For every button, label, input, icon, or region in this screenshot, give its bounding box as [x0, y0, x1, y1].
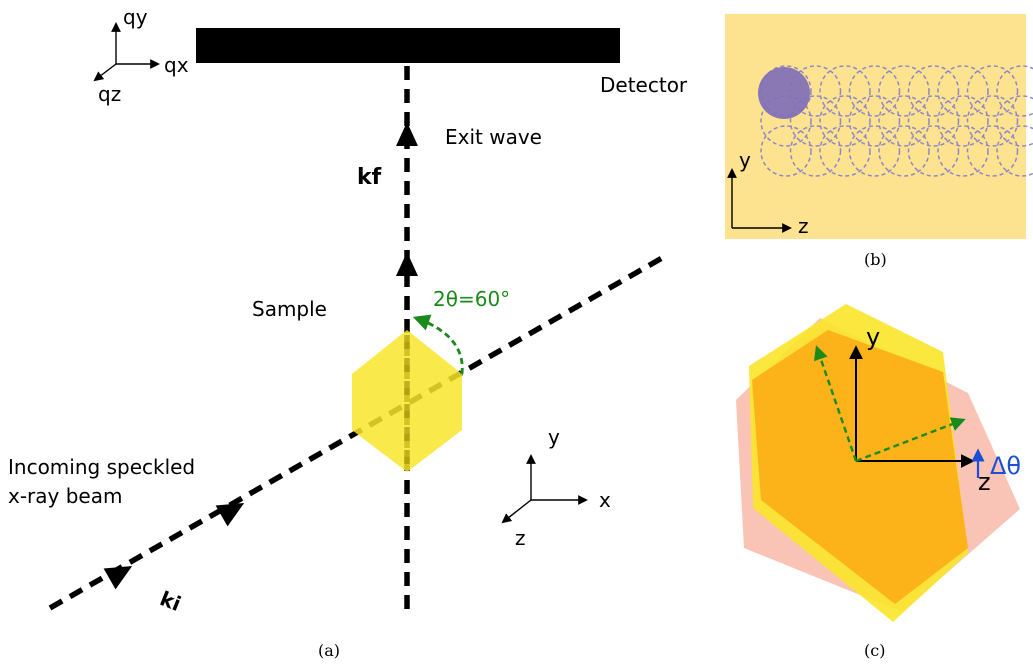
- scan-position-circle: [760, 125, 812, 177]
- caption-b: (b): [864, 250, 887, 269]
- overlap-region: [752, 330, 968, 604]
- scan-position-circle: [996, 125, 1033, 177]
- detector-label: Detector: [600, 73, 688, 97]
- probe-circle: [758, 67, 810, 119]
- scan-position-circle: [996, 95, 1033, 147]
- scan-position-circle: [789, 95, 842, 147]
- crystal-y-label: y: [866, 323, 880, 351]
- lab-axes: [501, 454, 588, 524]
- scan-position-circle: [878, 95, 930, 147]
- scan-position-circle: [907, 125, 960, 177]
- scan-position-circle: [907, 65, 960, 117]
- scan-position-circle: [907, 95, 960, 147]
- z-axis: [501, 499, 532, 524]
- scan-position-circle: [819, 95, 871, 147]
- qx-label: qx: [164, 53, 189, 77]
- qy-label: qy: [123, 5, 148, 29]
- scan-position-circle: [966, 95, 1019, 147]
- exit-beam-arrowhead-lower: [396, 252, 418, 276]
- panel-a: qy qx qz Detector Exit wave kf Sample 2θ…: [8, 5, 688, 660]
- exit-beam-arrowhead-upper: [396, 122, 418, 146]
- scan-position-circle: [819, 125, 871, 177]
- sample-hexagon: [352, 330, 462, 472]
- qz-axis: [93, 63, 117, 82]
- scan-position-circle: [789, 125, 842, 177]
- x-label: x: [599, 488, 611, 512]
- scan-position-circle: [760, 95, 812, 147]
- sample-label: Sample: [252, 297, 327, 321]
- detector-bar: [196, 28, 620, 63]
- kf-label: kf: [357, 165, 382, 190]
- scan-position-circle: [848, 95, 901, 147]
- scan-position-circle: [966, 65, 1019, 117]
- rotation-label: Δθ: [990, 452, 1021, 480]
- incoming-beam-arrowhead-lower: [103, 566, 133, 590]
- crystal-z-label: z: [978, 468, 991, 496]
- qz-label: qz: [98, 82, 121, 106]
- ki-label: ki: [157, 586, 185, 616]
- z-label: z: [515, 526, 526, 550]
- incoming-beam-arrowhead-upper: [215, 503, 245, 527]
- two-theta-arc: [412, 314, 464, 375]
- y-label: y: [548, 425, 560, 449]
- scan-axes: [727, 168, 792, 233]
- scan-position-circle: [878, 125, 930, 177]
- exit-wave-label: Exit wave: [445, 125, 542, 149]
- caption-c: (c): [864, 641, 885, 660]
- scan-z-label: z: [798, 214, 809, 238]
- caption-a: (a): [318, 641, 340, 660]
- scan-position-circle: [996, 65, 1033, 117]
- incoming-label-line1: Incoming speckled: [8, 455, 195, 479]
- scan-position-circle: [848, 65, 901, 117]
- scan-position-circle: [937, 65, 989, 117]
- scan-background: [725, 14, 1026, 239]
- crystal-axes: [849, 345, 975, 468]
- scan-position-circle: [848, 125, 901, 177]
- scan-position-circle: [937, 125, 989, 177]
- scan-position-circle: [937, 95, 989, 147]
- panel-c: y z Δθ (c): [736, 304, 1021, 660]
- rotated-z-axis: [855, 417, 966, 463]
- two-theta-label: 2θ=60°: [433, 287, 510, 311]
- scan-grid: [760, 65, 1033, 177]
- panel-b: y z (b): [725, 14, 1033, 269]
- incoming-label-line2: x-ray beam: [8, 484, 122, 508]
- scan-position-circle: [878, 65, 930, 117]
- q-axes: [93, 22, 160, 82]
- scan-position-circle: [819, 65, 871, 117]
- scan-y-label: y: [739, 148, 751, 172]
- scan-position-circle: [966, 125, 1019, 177]
